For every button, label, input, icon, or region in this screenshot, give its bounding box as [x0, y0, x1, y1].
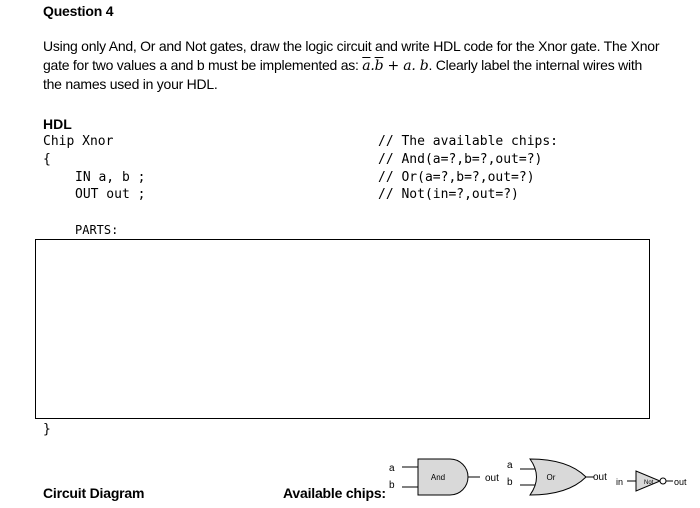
not-gate-label: Not — [644, 480, 654, 486]
or-gate: Or a b out — [507, 458, 607, 496]
question-description: Using only And, Or and Not gates, draw t… — [43, 37, 663, 94]
and-gate: And a b out — [389, 458, 499, 496]
hdl-comment-4: // Not(in=?,out=?) — [378, 187, 519, 202]
or-input-a-label: a — [507, 460, 513, 471]
hdl-chip-line: Chip Xnor — [43, 134, 114, 149]
hdl-comment-3: // Or(a=?,b=?,out=?) — [378, 170, 535, 185]
hdl-open-brace: { — [43, 152, 51, 167]
math-b-bar: b — [374, 57, 384, 74]
chip-diagrams: And a b out Or a b out Not in out — [389, 458, 687, 496]
or-input-b-label: b — [507, 477, 513, 488]
parts-answer-box[interactable] — [35, 239, 650, 419]
or-gate-label: Or — [547, 473, 556, 482]
not-output-label: out — [674, 477, 687, 487]
math-a-bar: a — [362, 57, 371, 74]
hdl-heading: HDL — [43, 116, 72, 132]
and-output-label: out — [485, 473, 499, 484]
hdl-in-line: IN a, b ; — [75, 170, 146, 185]
hdl-comment-2: // And(a=?,b=?,out=?) — [378, 152, 543, 167]
or-output-label: out — [593, 472, 607, 483]
hdl-close-brace: } — [43, 422, 51, 437]
question-title: Question 4 — [43, 3, 114, 19]
and-input-b-label: b — [389, 480, 395, 491]
hdl-parts-label: PARTS: — [75, 223, 119, 237]
description-text-1: Using only And, Or and Not gates, draw t… — [43, 38, 660, 73]
not-input-label: in — [616, 477, 623, 487]
math-plus: + — [383, 57, 404, 74]
math-dot: . — [370, 57, 375, 74]
and-gate-label: And — [431, 473, 445, 482]
math-a-dot-b: a. b — [403, 57, 429, 74]
available-chips-heading: Available chips: — [283, 485, 386, 501]
description-text-2: . Clearly label the internal wires with … — [43, 56, 643, 93]
not-gate: Not in out — [616, 470, 687, 492]
and-input-a-label: a — [389, 463, 395, 474]
hdl-out-line: OUT out ; — [75, 187, 146, 202]
circuit-diagram-heading: Circuit Diagram — [43, 485, 145, 501]
hdl-comment-1: // The available chips: — [378, 134, 559, 149]
